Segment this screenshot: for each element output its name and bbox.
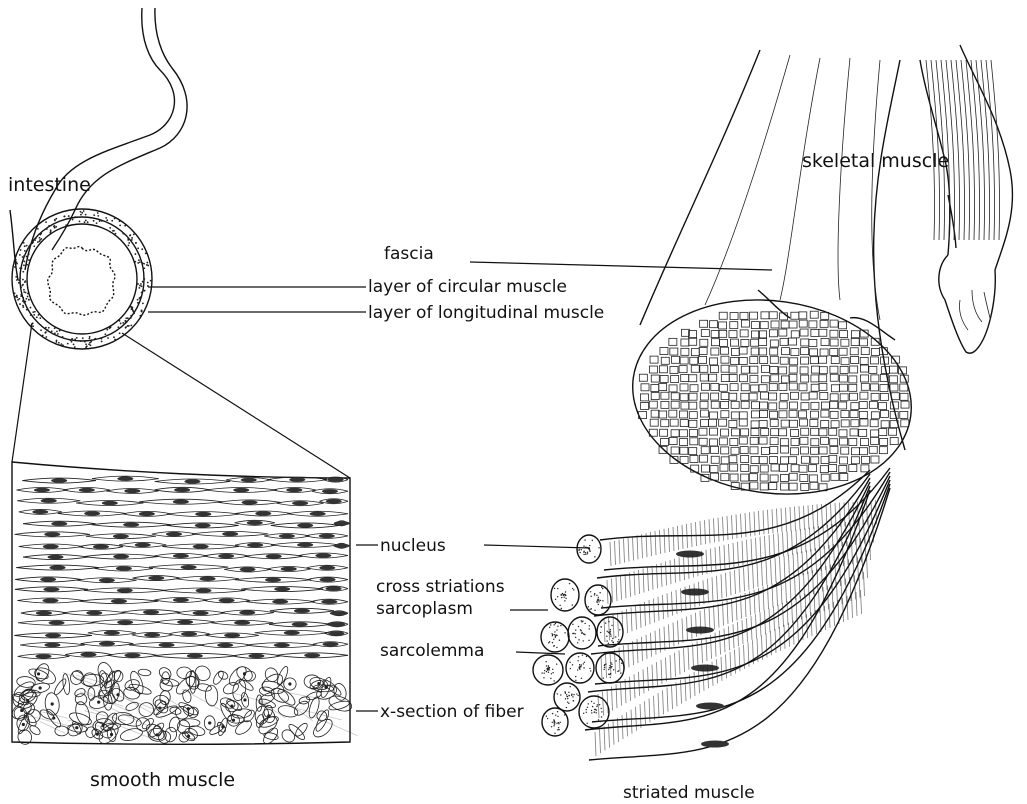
label-smooth-muscle: smooth muscle [90, 769, 235, 791]
smooth-muscle-block [9, 462, 357, 747]
label-intestine: intestine [8, 174, 91, 196]
arm-drawing [920, 45, 1012, 353]
label-layer-circular: layer of circular muscle [368, 277, 567, 297]
label-striated-muscle: striated muscle [623, 783, 755, 803]
striated-fibers [533, 468, 890, 760]
label-cross-striations: cross striations [376, 577, 505, 597]
muscle-layer-stipple [14, 210, 152, 348]
label-fascia: fascia [384, 244, 434, 264]
label-skeletal-muscle: skeletal muscle [802, 150, 949, 172]
smooth-muscle-cross-section-cells [9, 661, 357, 747]
fascia-drawing [620, 50, 924, 512]
label-layer-longitudinal: layer of longitudinal muscle [368, 303, 604, 323]
label-x-section: x-section of fiber [380, 702, 524, 722]
label-nucleus: nucleus [380, 536, 446, 556]
smooth-muscle-fibers [14, 476, 349, 659]
label-sarcolemma: sarcolemma [380, 641, 484, 661]
label-sarcoplasm: sarcoplasm [376, 599, 473, 619]
muscle-bundle-cross-section [639, 311, 909, 491]
